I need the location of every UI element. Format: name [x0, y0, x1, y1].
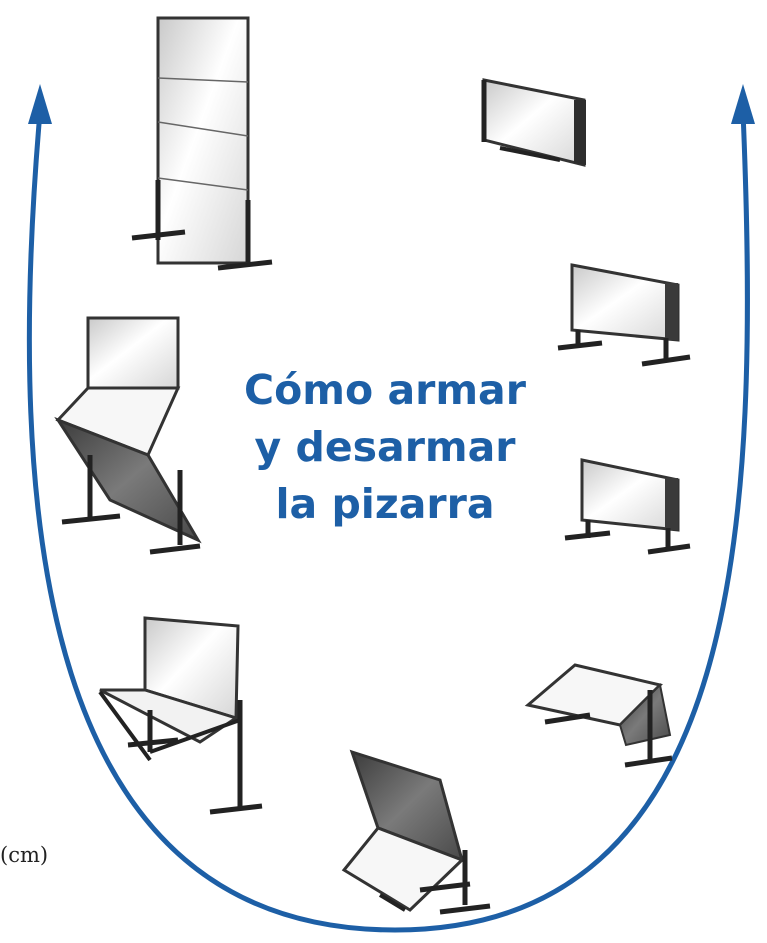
board-stage-tilted — [341, 749, 491, 915]
page-title: Cómo armar y desarmar la pizarra — [205, 362, 565, 533]
board-stage-angled-low — [524, 663, 673, 768]
board-stage-compact-2 — [557, 263, 691, 367]
title-line-1: Cómo armar — [244, 366, 526, 414]
board-stage-folded-zigzag — [54, 316, 202, 555]
arrow-head-right-icon — [731, 84, 755, 124]
board-stage-upright — [131, 16, 273, 271]
arrow-head-left-icon — [28, 84, 52, 124]
unit-label: (cm) — [0, 843, 49, 867]
board-stage-bench — [98, 616, 263, 815]
title-line-3: la pizarra — [275, 480, 495, 528]
board-stage-compact — [564, 458, 691, 555]
title-line-2: y desarmar — [254, 423, 516, 471]
board-stage-stored — [481, 78, 586, 167]
cycle-arrow-path — [26, 111, 750, 933]
cycle-arrow — [26, 84, 755, 933]
